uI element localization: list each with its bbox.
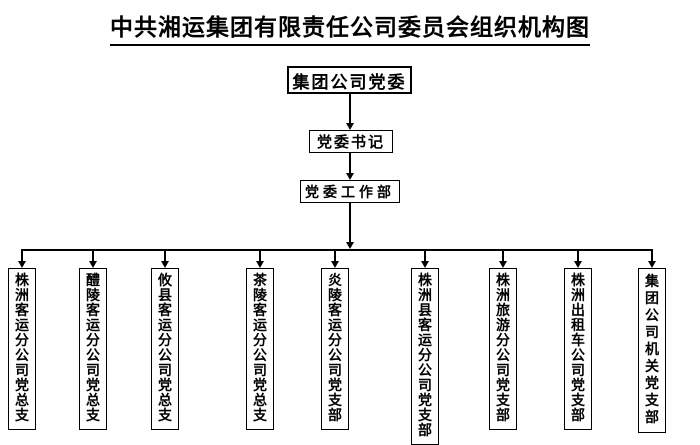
node-party-work-department: 党委工作部 — [300, 180, 400, 203]
arrow-down-icon — [421, 261, 429, 268]
chart-title-text: 中共湘运集团有限责任公司委员会组织机构图 — [110, 8, 590, 46]
node-branch-group-organ: 集团公司机关党支部 — [638, 268, 666, 433]
chart-title: 中共湘运集团有限责任公司委员会组织机构图 — [0, 8, 700, 46]
connector-line — [349, 153, 351, 174]
connector-line — [424, 251, 426, 262]
node-branch-chaling-passenger: 茶陵客运分公司党总支 — [246, 268, 274, 430]
arrow-down-icon — [346, 242, 354, 249]
connector-line — [164, 251, 166, 262]
node-group-party-committee: 集团公司党委 — [287, 66, 412, 94]
connector-line — [92, 251, 94, 262]
connector-line — [21, 251, 23, 262]
connector-line — [334, 251, 336, 262]
connector-line — [651, 251, 653, 262]
connector-line — [349, 94, 351, 124]
arrow-down-icon — [346, 123, 354, 130]
arrow-down-icon — [161, 261, 169, 268]
connector-line — [577, 251, 579, 262]
connector-line — [349, 203, 351, 243]
connector-line — [259, 251, 261, 262]
arrow-down-icon — [499, 261, 507, 268]
node-branch-zhuzhou-taxi: 株洲出租车公司党支部 — [564, 268, 592, 430]
node-branch-liling-passenger: 醴陵客运分公司党总支 — [79, 268, 107, 430]
node-branch-zhuzhou-passenger: 株洲客运分公司党总支 — [8, 268, 36, 430]
node-branch-zhuzhou-county-passenger: 株洲县客运分公司党支部 — [411, 268, 439, 445]
arrow-down-icon — [331, 261, 339, 268]
arrow-down-icon — [574, 261, 582, 268]
node-party-secretary: 党委书记 — [309, 130, 393, 153]
node-branch-zhuzhou-tourism: 株洲旅游分公司党支部 — [489, 268, 517, 430]
arrow-down-icon — [256, 261, 264, 268]
arrow-down-icon — [346, 173, 354, 180]
arrow-down-icon — [18, 261, 26, 268]
connector-horizontal-line — [21, 249, 653, 251]
arrow-down-icon — [89, 261, 97, 268]
node-branch-youxian-passenger: 攸县客运分公司党总支 — [151, 268, 179, 430]
connector-line — [502, 251, 504, 262]
arrow-down-icon — [648, 261, 656, 268]
node-branch-yanling-passenger: 炎陵客运分公司党支部 — [321, 268, 349, 430]
